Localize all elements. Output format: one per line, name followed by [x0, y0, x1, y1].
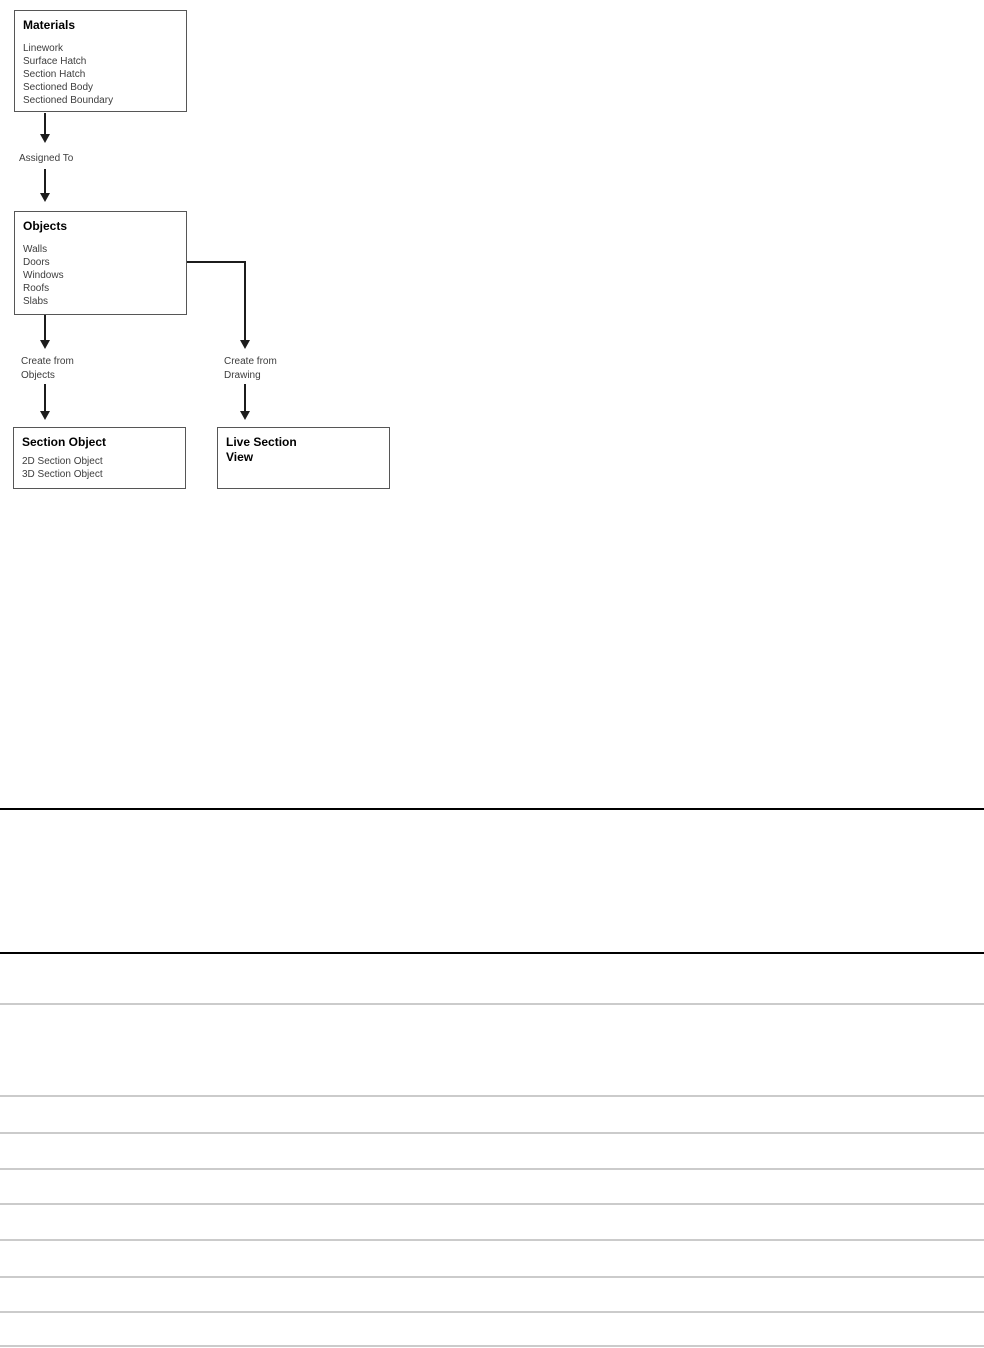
- table-row-divider: [0, 1276, 984, 1278]
- section-object-box-title: Section Object: [22, 435, 107, 449]
- connector-line: [44, 315, 46, 340]
- create-from-objects-label-line2: Objects: [21, 370, 55, 381]
- table-row-divider: [0, 1345, 984, 1347]
- live-section-view-box: Live Section View: [217, 427, 390, 489]
- table-row-divider: [0, 1132, 984, 1134]
- list-item: Walls: [23, 244, 48, 255]
- connector-line: [187, 261, 245, 263]
- list-item: Windows: [23, 270, 64, 281]
- arrow-head-down-icon: [40, 340, 50, 349]
- table-row-divider: [0, 1311, 984, 1313]
- section-object-box-items: 2D Section Object 3D Section Object: [14, 455, 185, 481]
- create-from-drawing-label: Create from Drawing: [224, 355, 277, 383]
- list-item: 2D Section Object: [22, 456, 103, 467]
- list-item: 3D Section Object: [22, 469, 103, 480]
- list-item: Surface Hatch: [23, 56, 87, 67]
- objects-box: Objects Walls Doors Windows Roofs Slabs: [14, 211, 187, 315]
- assigned-to-label: Assigned To: [19, 153, 74, 164]
- heavy-divider-line: [0, 808, 984, 810]
- objects-box-title: Objects: [23, 219, 68, 233]
- connector-line: [44, 169, 46, 193]
- live-section-view-box-title-line1: Live Section: [226, 435, 297, 449]
- section-object-box: Section Object 2D Section Object 3D Sect…: [13, 427, 186, 489]
- list-item: Linework: [23, 43, 64, 54]
- live-section-view-box-title-line2: View: [226, 450, 254, 464]
- arrow-head-down-icon: [40, 134, 50, 143]
- connector-line: [244, 261, 246, 340]
- arrow-head-down-icon: [40, 193, 50, 202]
- connector-line: [244, 384, 246, 411]
- materials-box-title: Materials: [23, 18, 76, 32]
- arrow-head-down-icon: [240, 340, 250, 349]
- connector-line: [44, 384, 46, 411]
- list-item: Sectioned Body: [23, 82, 94, 93]
- materials-box-items: Linework Surface Hatch Section Hatch Sec…: [15, 42, 186, 107]
- arrow-head-down-icon: [40, 411, 50, 420]
- connector-line: [44, 113, 46, 134]
- table-row-divider: [0, 1168, 984, 1170]
- create-from-drawing-label-line1: Create from: [224, 356, 277, 367]
- create-from-drawing-label-line2: Drawing: [224, 370, 261, 381]
- table-row-divider: [0, 1239, 984, 1241]
- arrow-head-down-icon: [240, 411, 250, 420]
- table-row-divider: [0, 1203, 984, 1205]
- list-item: Section Hatch: [23, 69, 86, 80]
- materials-box: Materials Linework Surface Hatch Section…: [14, 10, 187, 112]
- list-item: Slabs: [23, 296, 49, 307]
- table-row-divider: [0, 1095, 984, 1097]
- table-row-divider: [0, 1003, 984, 1005]
- heavy-divider-line: [0, 952, 984, 954]
- list-item: Sectioned Boundary: [23, 95, 114, 106]
- create-from-objects-label-line1: Create from: [21, 356, 74, 367]
- list-item: Roofs: [23, 283, 50, 294]
- list-item: Doors: [23, 257, 50, 268]
- objects-box-items: Walls Doors Windows Roofs Slabs: [15, 243, 186, 308]
- create-from-objects-label: Create from Objects: [21, 355, 74, 383]
